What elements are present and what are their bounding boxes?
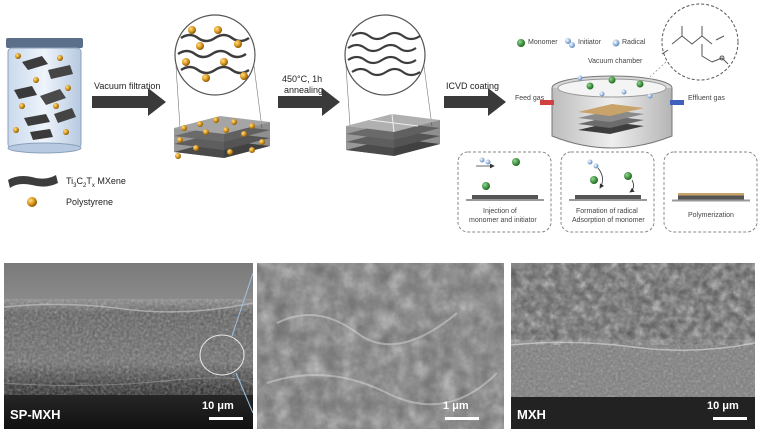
radical-icon xyxy=(612,39,620,47)
sem-image-sp-mxh: SP-MXH 10 μm xyxy=(4,263,253,429)
legend-radical-label: Radical xyxy=(622,39,646,46)
legend-monomer-label: Monomer xyxy=(528,39,558,46)
mechanism-box-polymerization xyxy=(663,151,758,233)
initiator-icon xyxy=(565,38,575,48)
molecule-zoom-circle xyxy=(639,3,739,87)
dispersion-vial xyxy=(6,38,83,154)
sem-scale-middle-bar xyxy=(445,417,479,420)
effluent-gas-label: Effluent gas xyxy=(688,95,725,102)
sem-image-magnified: 1 μm xyxy=(257,263,504,429)
step-icvd-coating: ICVD coating xyxy=(446,81,500,91)
mechanism-radical-line2: Adsorption of monomer xyxy=(572,217,645,224)
feed-gas-label: Feed gas xyxy=(515,95,545,102)
mechanism-polymerization: Polymerization xyxy=(688,212,734,219)
mechanism-box-radical xyxy=(560,151,655,233)
zoom-circle-porous xyxy=(344,14,433,127)
sem-label-mxh: MXH xyxy=(517,407,546,422)
mechanism-radical-line1: Formation of radical xyxy=(576,208,638,215)
arrow-annealing xyxy=(278,88,340,116)
monomer-icon xyxy=(517,39,525,47)
step-annealing: annealing xyxy=(284,85,324,95)
sem-scale-middle-text: 1 μm xyxy=(443,400,469,412)
mxene-legend-icon xyxy=(8,175,58,188)
mechanism-injection-line1: Injection of xyxy=(483,208,517,215)
mechanism-injection-line2: monomer and initiator xyxy=(469,217,537,224)
mechanism-box-injection xyxy=(457,151,552,233)
sem-image-mxh: MXH 10 μm xyxy=(511,263,755,429)
legend-polystyrene-label: Polystyrene xyxy=(66,197,114,207)
step-annealing-temp: 450°C, 1h xyxy=(282,74,323,84)
zoom-circle-composite xyxy=(174,14,263,129)
arrow-vacuum-filtration xyxy=(92,88,166,116)
legend-initiator-label: Initiator xyxy=(578,39,601,46)
sem-label-sp-mxh: SP-MXH xyxy=(10,407,61,422)
sem-scale-left-bar xyxy=(209,417,243,420)
step-vacuum-filtration: Vacuum filtration xyxy=(94,81,161,91)
sem-scale-right-text: 10 μm xyxy=(707,400,739,412)
sem-scale-left-text: 10 μm xyxy=(202,400,234,412)
legend-mxene-label: Ti3C2Tx MXene xyxy=(66,176,126,189)
polystyrene-legend-icon xyxy=(27,197,37,207)
composite-film-stack xyxy=(174,116,270,159)
vacuum-chamber xyxy=(540,75,684,149)
porous-film-stack xyxy=(346,113,440,156)
sem-scale-right-bar xyxy=(713,417,747,420)
arrow-icvd xyxy=(444,88,506,116)
vacuum-chamber-label: Vacuum chamber xyxy=(588,58,643,65)
